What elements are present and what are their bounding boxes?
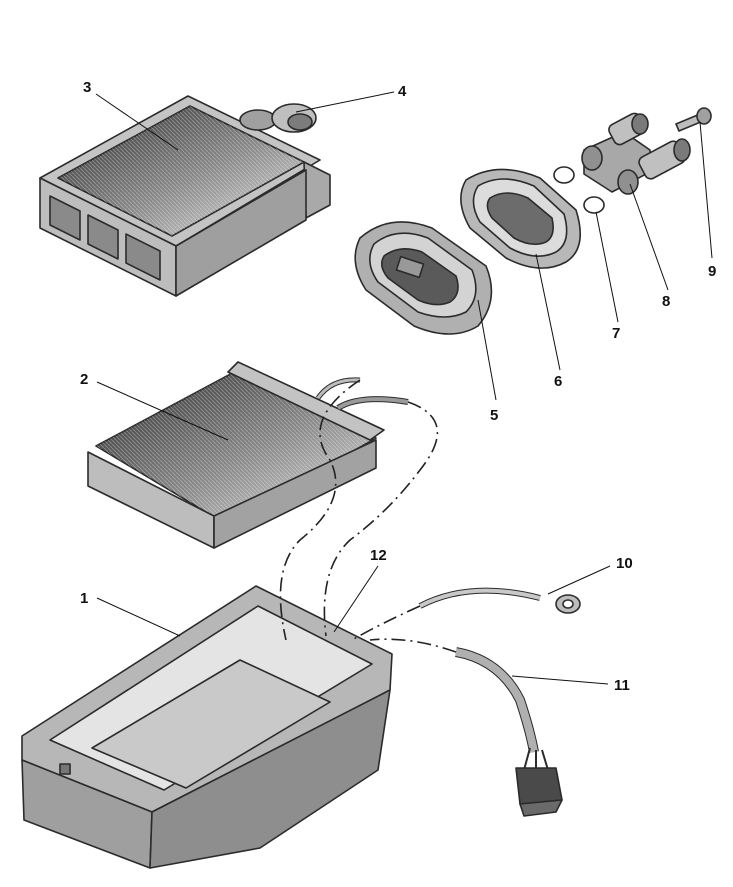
callout-6: 6: [554, 373, 562, 390]
callout-4: 4: [398, 83, 407, 100]
callout-1: 1: [80, 590, 88, 607]
callout-labels: 1 2 3 4 5 6 7 8 9 10 11 12: [80, 79, 716, 694]
o-rings-part-7: [553, 166, 605, 214]
seal-part-5: [354, 221, 493, 335]
callout-5: 5: [490, 407, 498, 424]
callout-9: 9: [708, 263, 716, 280]
screw-part-9: [675, 107, 712, 132]
gasket-part-6: [460, 168, 582, 269]
callout-11: 11: [614, 677, 630, 694]
callout-8: 8: [662, 293, 670, 310]
wiring-harness-part: [454, 647, 563, 817]
callout-10: 10: [616, 555, 633, 572]
evaporator-part: [87, 361, 409, 549]
pipe-connector-part-8: [581, 112, 691, 195]
ground-wire-part: [418, 587, 581, 614]
callout-3: 3: [83, 79, 91, 96]
callout-12: 12: [370, 547, 387, 564]
housing-part: [21, 585, 393, 869]
heater-core-part: [39, 95, 331, 297]
assembly-paths: [279, 379, 457, 653]
callout-2: 2: [80, 371, 88, 388]
leader-lines: [95, 91, 713, 685]
callout-7: 7: [612, 325, 620, 342]
